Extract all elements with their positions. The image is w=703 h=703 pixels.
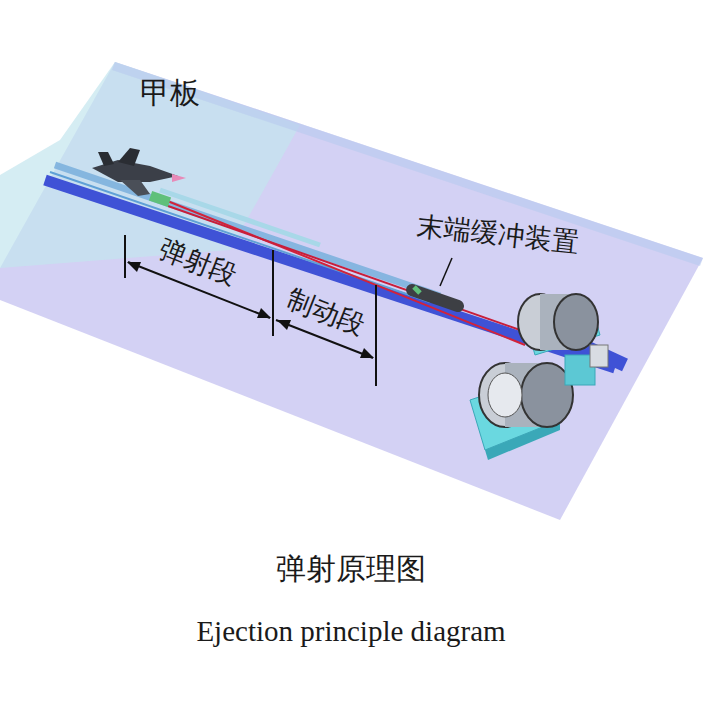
rail <box>160 190 320 245</box>
deck-plane <box>0 62 703 520</box>
shuttle <box>149 191 171 207</box>
aircraft <box>92 148 186 196</box>
caption-english: Ejection principle diagram <box>196 616 505 648</box>
leader-line <box>440 258 452 286</box>
track-bar <box>45 180 615 368</box>
dimension-arrowheads <box>127 262 374 358</box>
winch-machinery <box>470 294 625 460</box>
rail <box>55 165 440 296</box>
deck-label: 甲板 <box>140 76 200 109</box>
rail <box>50 172 430 302</box>
buffer-device <box>412 287 458 306</box>
figure-caption: 弹射原理图 <box>276 552 426 585</box>
